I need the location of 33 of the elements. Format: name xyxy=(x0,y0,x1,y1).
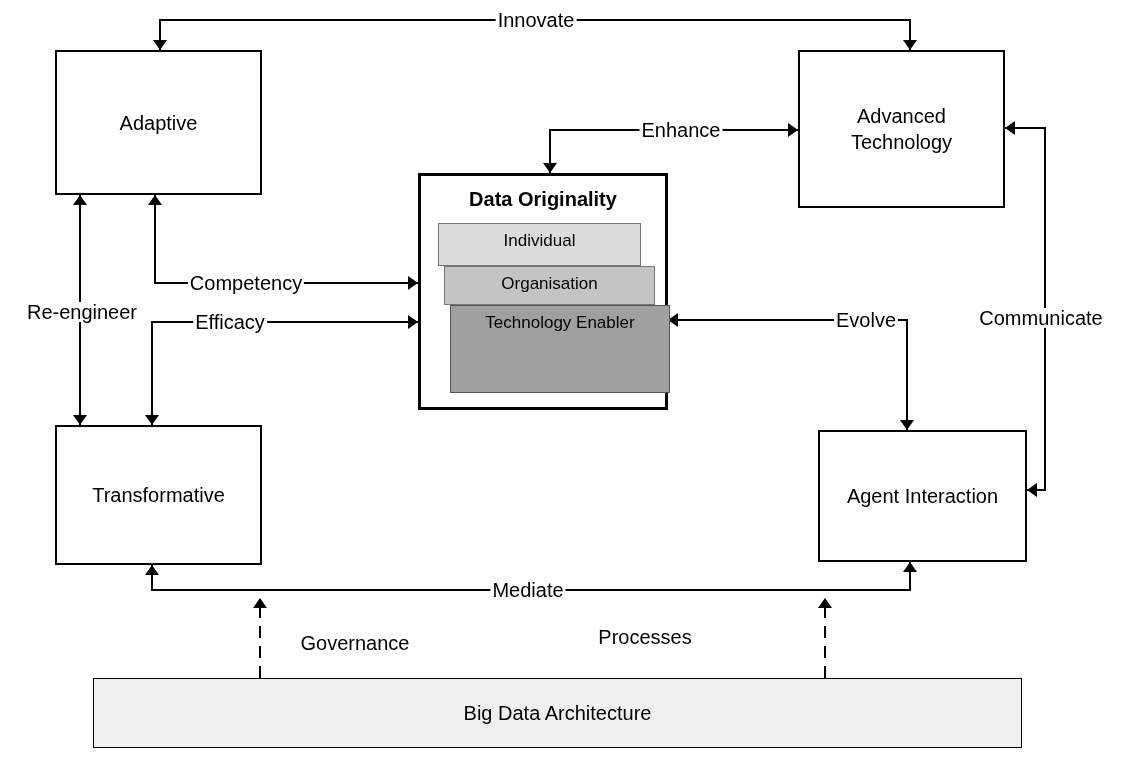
process-box xyxy=(55,50,262,195)
node-label: Adaptive xyxy=(118,110,199,136)
edge-label: Governance xyxy=(298,633,412,653)
node-label: Agent Interaction xyxy=(845,484,1000,509)
note-label: Processes xyxy=(598,627,692,647)
group-box xyxy=(418,173,668,410)
node-label: Transformative xyxy=(91,483,226,508)
connector-arrow xyxy=(147,561,915,591)
process-box xyxy=(55,425,262,565)
stacked-card xyxy=(444,266,655,305)
node-label: Individual xyxy=(503,230,576,252)
node-label: Advanced Technology xyxy=(849,104,954,155)
edge-label: Mediate xyxy=(490,580,566,600)
connector-arrow xyxy=(820,597,830,679)
connector-arrow xyxy=(1004,123,1046,495)
node-label: Big Data Architecture xyxy=(462,701,653,726)
stacked-card xyxy=(438,223,641,266)
connector-arrow xyxy=(155,19,915,51)
connector-arrow xyxy=(75,194,85,426)
base-bar xyxy=(93,678,1022,748)
process-box xyxy=(818,430,1027,562)
node-label: Technology Enabler xyxy=(485,312,635,334)
group-heading: Data Originality xyxy=(468,187,618,212)
process-box xyxy=(798,50,1005,208)
edge-label: Enhance xyxy=(639,120,723,140)
edge-label: Competency xyxy=(187,273,305,293)
edge-label: Evolve xyxy=(834,310,898,330)
edge-label: Communicate xyxy=(977,308,1105,328)
edge-label: Innovate xyxy=(495,10,577,30)
connector-arrow xyxy=(255,597,265,679)
node-label: Organisation xyxy=(501,273,598,295)
edge-label: Efficacy xyxy=(193,312,267,332)
stacked-card xyxy=(450,305,670,393)
